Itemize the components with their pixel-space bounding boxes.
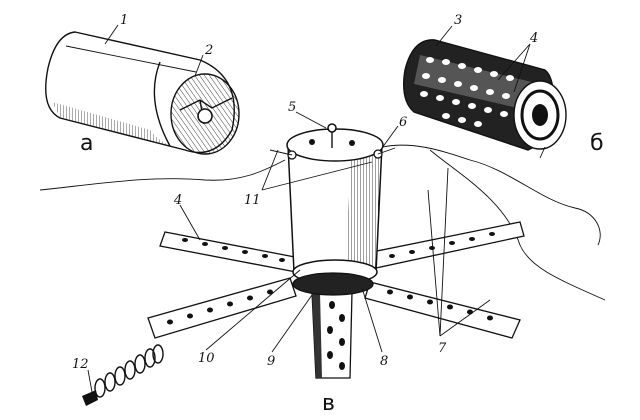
cartridge-a-shadow: [52, 102, 185, 150]
panel-label-b: б: [590, 131, 604, 156]
callout-6: 6: [399, 115, 407, 130]
main-assembly: [147, 123, 525, 379]
arm-right-upper-holes: [389, 232, 495, 258]
cylinder-top-lid: [286, 128, 384, 162]
callout-12: 12: [72, 357, 89, 372]
cartridge-a: [45, 31, 240, 155]
cartridge-a-cap-seam: [153, 61, 171, 147]
arm-left-lower-holes: [167, 289, 273, 325]
cartridge-b-ring-outer: [520, 89, 560, 141]
leader-lines: [87, 24, 531, 393]
arm-front-shadow: [312, 292, 322, 378]
spring-plug: [82, 390, 98, 406]
callout-4-left: 4: [173, 193, 182, 208]
main-cylinder-shading: [346, 145, 382, 274]
callout-3: 3: [454, 13, 462, 28]
cartridge-a-center-ring: [197, 108, 213, 124]
callout-11: 11: [244, 193, 261, 208]
panel-label-c: в: [322, 391, 335, 416]
callout-9: 9: [267, 354, 275, 369]
callout-1: 1: [120, 13, 128, 28]
spring-assembly: [82, 344, 164, 406]
coil-spring: [94, 344, 164, 398]
cartridge-b: [402, 39, 567, 159]
callout-7: 7: [438, 341, 447, 356]
arm-left-upper: [159, 231, 301, 273]
wire-right: [377, 147, 396, 155]
terrain-line-left: [39, 159, 286, 191]
lid-bolt-1: [309, 139, 315, 145]
top-terminal-eye: [327, 123, 337, 133]
arm-front-holes: [327, 301, 345, 370]
cartridge-b-perforations: [420, 57, 514, 127]
callout-10: 10: [198, 351, 215, 366]
cylinder-base-collar: [292, 272, 374, 296]
cartridge-a-highlight: [65, 45, 197, 73]
terrain-line-right-lower: [429, 149, 606, 301]
arm-right-lower: [364, 281, 521, 339]
terrain-line-right: [377, 144, 601, 246]
callout-8: 8: [380, 354, 388, 369]
callout-5: 5: [288, 100, 296, 115]
panel-label-a: а: [80, 131, 93, 156]
arm-right-lower-holes: [387, 289, 493, 321]
terrain-lines: [39, 144, 606, 301]
arm-left-lower: [147, 277, 297, 339]
wire-left: [269, 149, 293, 156]
callout-4-top: 4: [529, 31, 538, 46]
cartridge-b-ring-inner: [532, 104, 548, 126]
callout-2: 2: [204, 43, 213, 58]
arm-right-upper: [371, 221, 525, 269]
arm-left-upper-holes: [182, 238, 285, 262]
lid-bolt-2: [349, 140, 355, 146]
cartridge-b-lead: [539, 146, 546, 159]
